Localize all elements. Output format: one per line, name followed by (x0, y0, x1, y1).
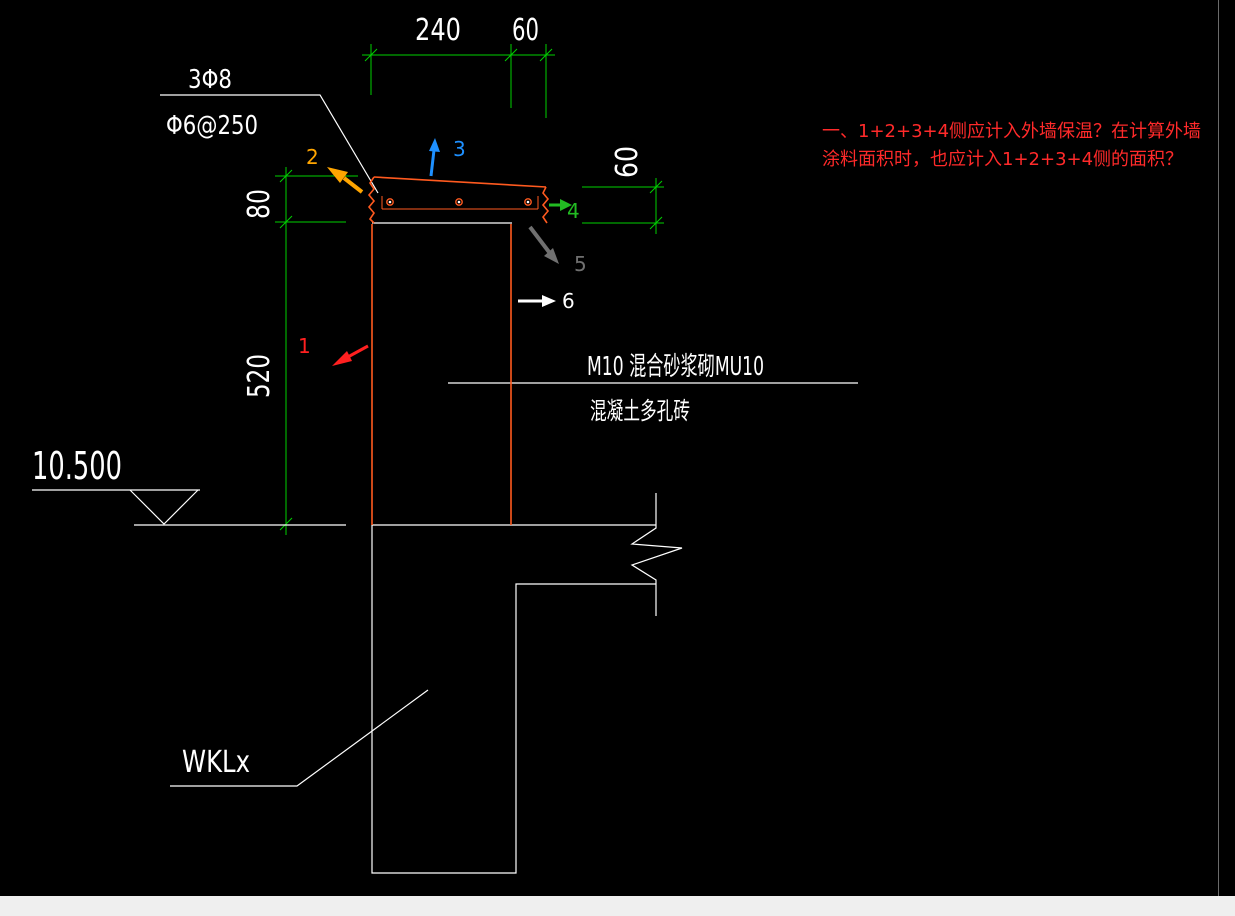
dimension-lines (275, 44, 664, 535)
marker-6: 6 (562, 289, 575, 313)
arrow-3-icon (429, 149, 436, 177)
status-bar (0, 896, 1235, 916)
marker-4: 4 (567, 199, 580, 223)
dimension-240: 240 (415, 13, 461, 48)
dimension-right-60: 60 (610, 146, 645, 178)
marker-5: 5 (574, 252, 587, 276)
question-note: 一、1+2+3+4侧应计入外墙保温？在计算外墙涂料面积时，也应计入1+2+3+4… (822, 121, 1202, 170)
parapet-outline (367, 176, 550, 525)
rebar-centers (388, 200, 530, 204)
viewport-divider (1218, 0, 1219, 896)
rebar-dots (386, 198, 532, 206)
material-label-line1: M10 混合砂浆砌MU10 (587, 352, 764, 382)
marker-1: 1 (298, 334, 311, 358)
rebar-stirrup-label: Φ6@250 (166, 111, 258, 141)
section-drawing: 240 60 60 80 520 3Φ8 Φ6@250 10.500 M10 混… (32, 13, 858, 874)
structure-lines (32, 94, 858, 874)
rebar-main-label: 3Φ8 (188, 65, 232, 95)
dimension-80: 80 (242, 189, 277, 219)
marker-3: 3 (453, 137, 466, 161)
dimension-top-60: 60 (512, 13, 539, 48)
arrow-5-icon (528, 225, 551, 254)
arrow-2-icon (342, 176, 364, 194)
marker-arrows (327, 138, 572, 366)
dimension-520: 520 (242, 354, 277, 398)
material-label-line2: 混凝土多孔砖 (590, 397, 690, 425)
beam-label: WKLx (182, 745, 250, 780)
marker-2: 2 (306, 145, 319, 169)
arrow-1-icon (345, 344, 369, 360)
elevation-label: 10.500 (32, 444, 122, 488)
cad-drawing-canvas[interactable]: 240 60 60 80 520 3Φ8 Φ6@250 10.500 M10 混… (0, 0, 1235, 896)
